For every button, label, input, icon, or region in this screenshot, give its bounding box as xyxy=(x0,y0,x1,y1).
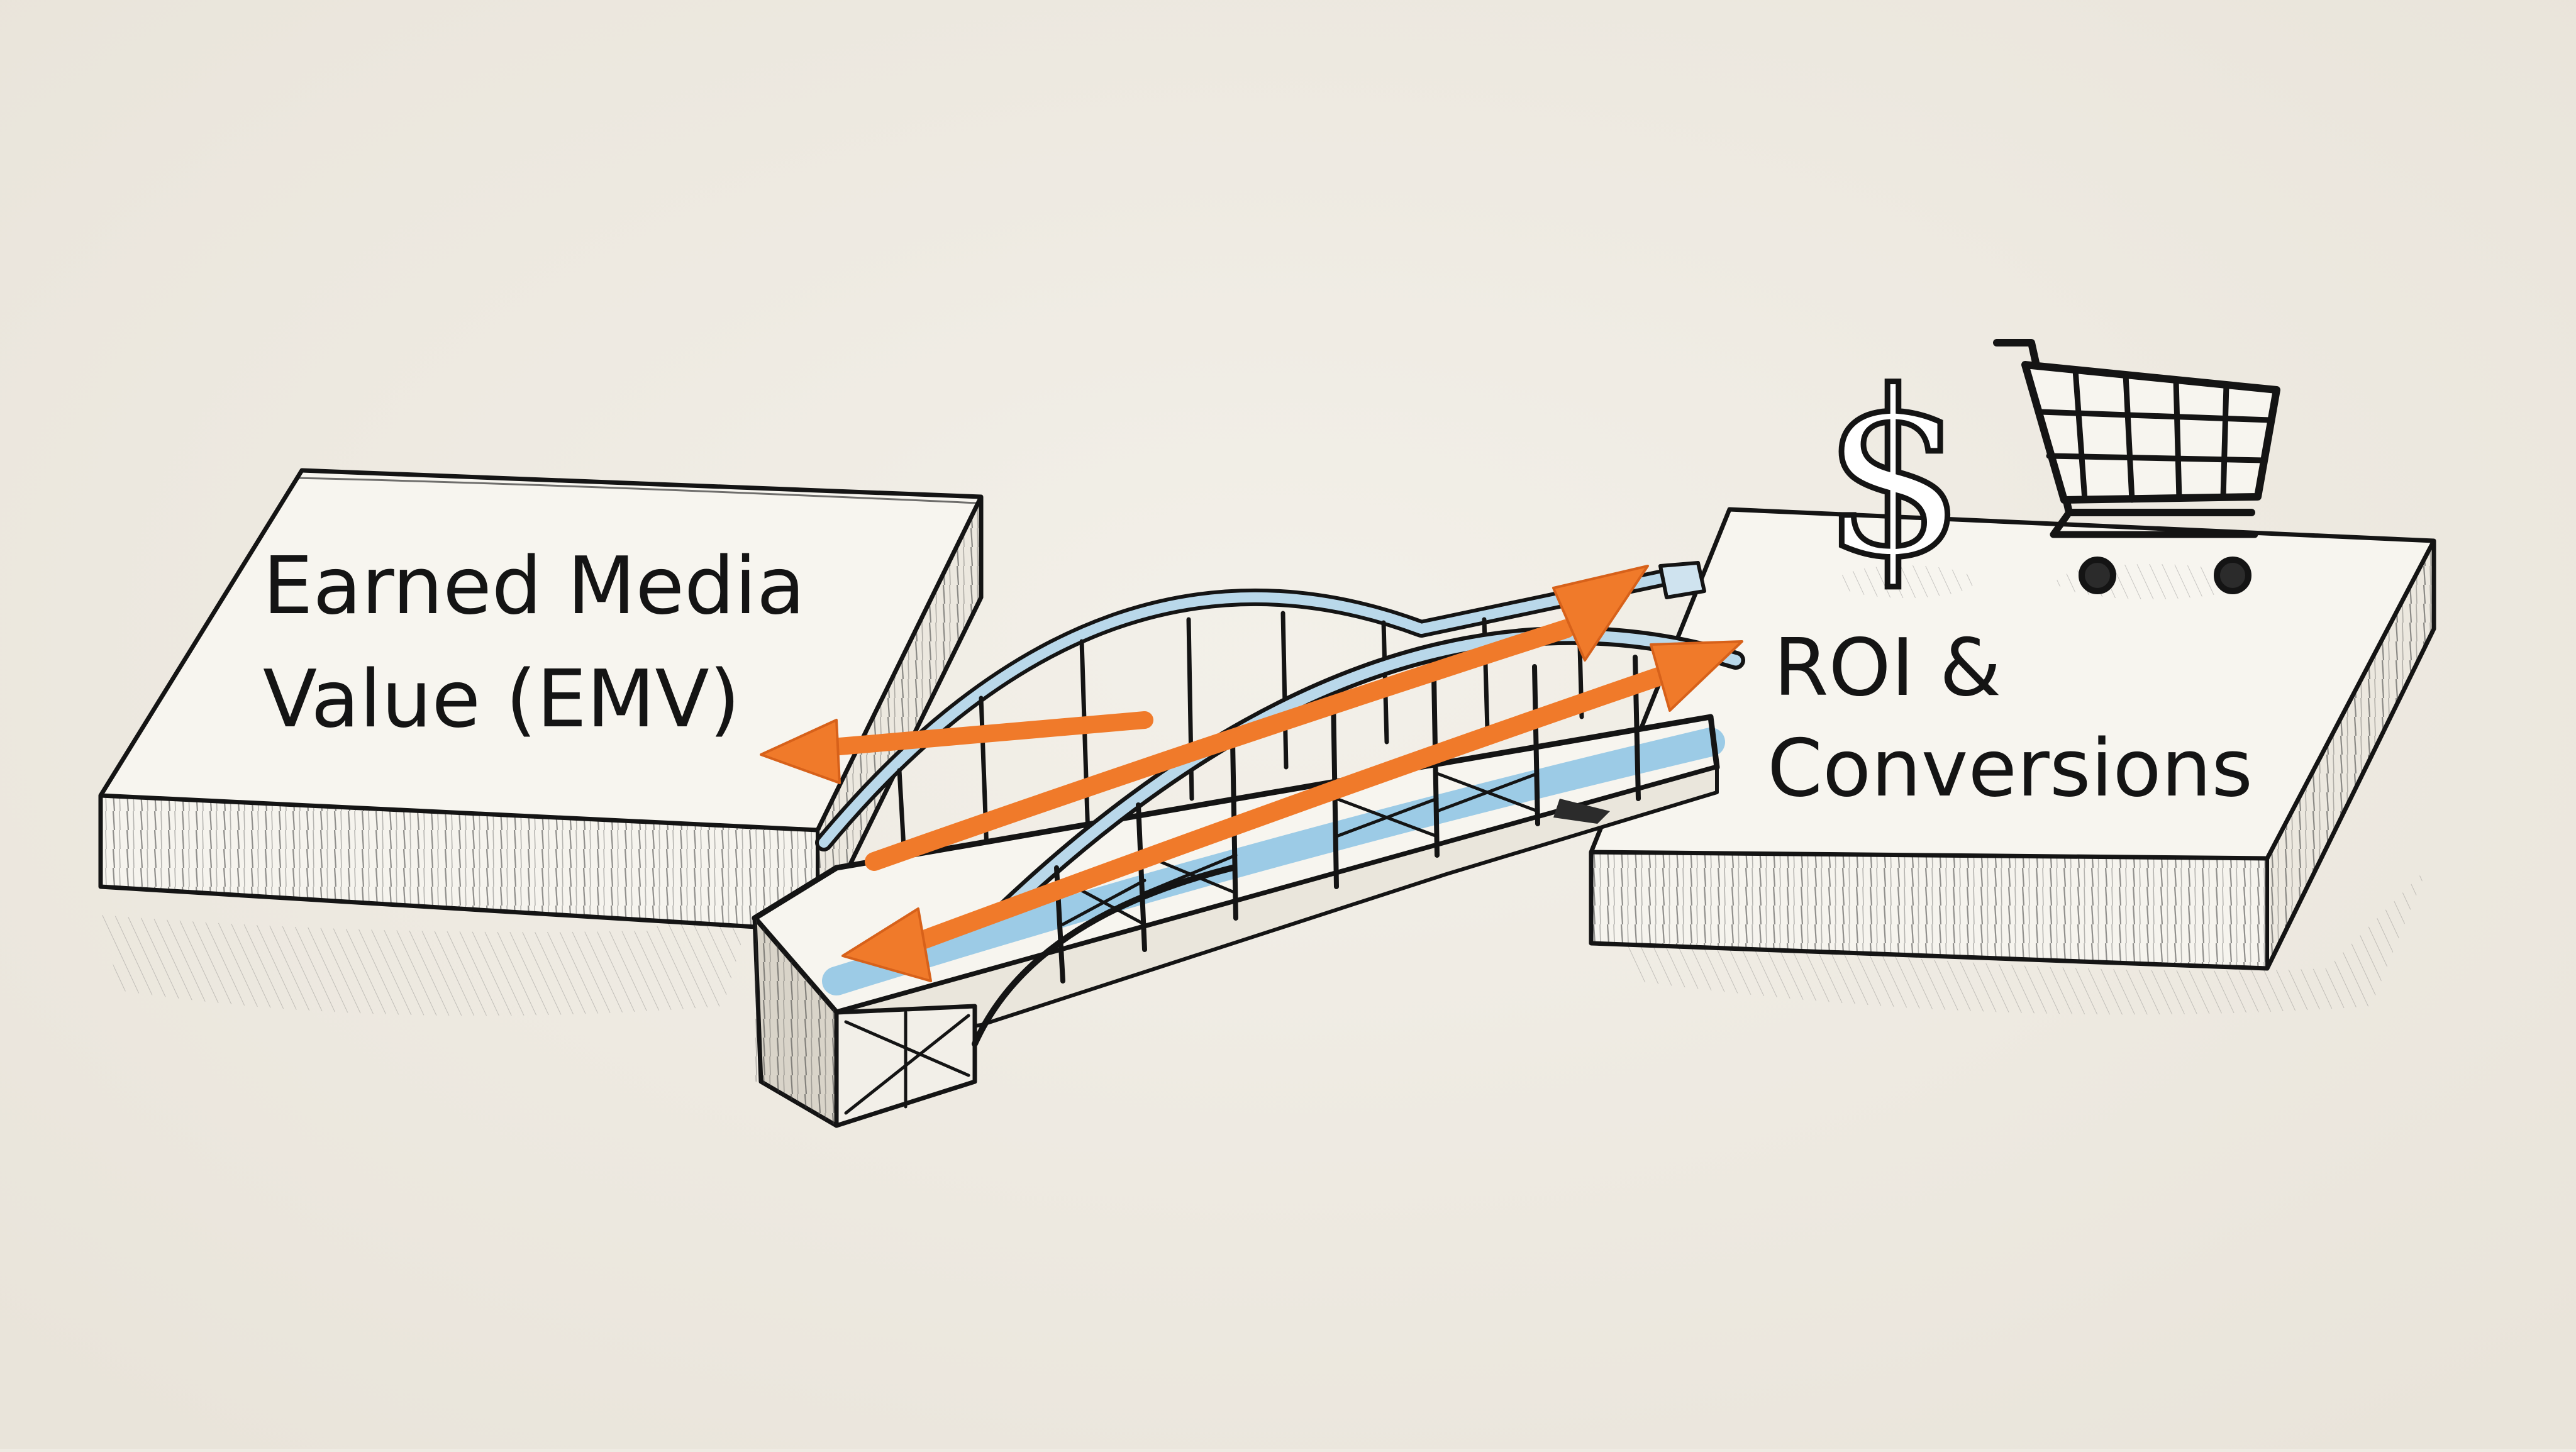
arrow-head-lower-left xyxy=(841,907,932,982)
emv-label-line2: Value (EMV) xyxy=(263,653,740,745)
dollar-sign-icon: $ xyxy=(1819,341,1975,610)
right-platform xyxy=(1589,507,2436,1015)
arrow-double-deck xyxy=(896,667,1670,956)
arrow-head-upper-right xyxy=(1552,565,1649,662)
emv-label-line1: Earned Media xyxy=(263,540,805,632)
bridge xyxy=(752,561,1745,1128)
roi-label-line2: Conversions xyxy=(1767,722,2253,814)
arrow-head-left xyxy=(760,719,841,784)
arrow-head-lower-right xyxy=(1650,640,1743,712)
flow-arrows xyxy=(760,565,1743,982)
arrow-to-roi-upper xyxy=(865,619,1575,871)
dollar-glyph: $ xyxy=(1822,343,1966,607)
roi-label-line1: ROI & xyxy=(1774,621,2001,714)
arrow-to-emv xyxy=(809,711,1153,757)
shopping-cart-icon xyxy=(1993,339,2280,599)
